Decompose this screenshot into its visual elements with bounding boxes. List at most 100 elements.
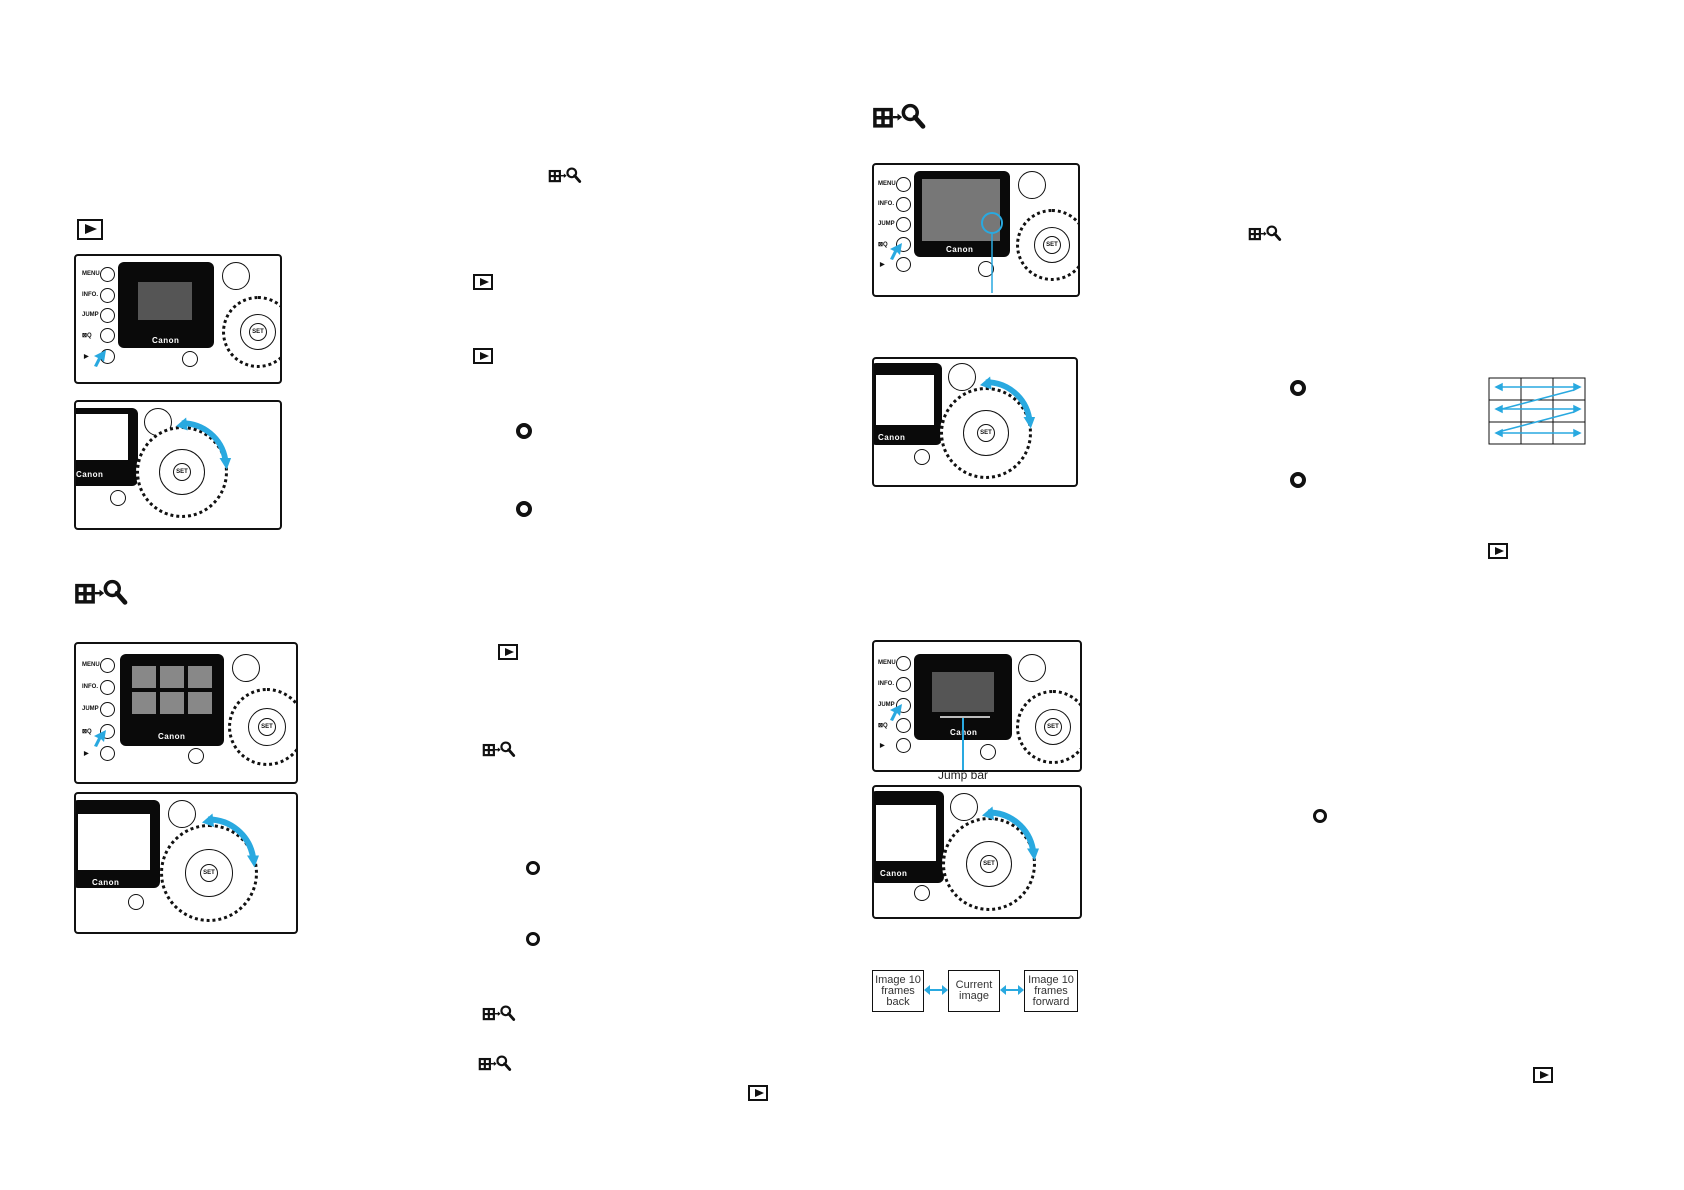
lcd-frame: Canon	[874, 363, 942, 445]
index-thumb	[132, 666, 156, 688]
lcd-screen	[876, 805, 936, 861]
jump-button	[100, 308, 115, 323]
lcd-frame: Canon	[118, 262, 214, 348]
jump-button	[100, 702, 115, 717]
lcd-image	[138, 282, 192, 320]
button-label-menu: MENU	[878, 660, 896, 666]
quick-control-dial: SET	[222, 296, 280, 368]
button-label-info: INFO.	[878, 201, 894, 207]
button-label-index: ⊠Q	[878, 723, 888, 729]
index-magnify-icon	[74, 578, 132, 606]
rotate-arrow-icon	[980, 375, 1038, 433]
press-arrow-icon	[94, 350, 106, 367]
jump-bar-leader-line	[962, 718, 964, 770]
quick-control-dial: SET	[228, 688, 296, 766]
camera-jump-illustration: MENU INFO. JUMP ⊠Q ▶ Canon SET	[872, 640, 1082, 772]
set-button: SET	[977, 424, 995, 442]
power-switch	[222, 262, 250, 290]
index-magnify-icon	[482, 740, 518, 758]
power-switch	[232, 654, 260, 682]
camera-dial-illustration: Canon SET	[872, 357, 1078, 487]
index-magnify-icon	[872, 102, 930, 130]
button-label-jump: JUMP	[878, 702, 895, 708]
frame-box-forward-label: Image 10 frames forward	[1028, 973, 1074, 1008]
set-button: SET	[200, 864, 218, 882]
frame-box-forward: Image 10 frames forward	[1024, 970, 1078, 1012]
button-label-menu: MENU	[82, 662, 100, 668]
frame-box-back: Image 10 frames back	[872, 970, 924, 1012]
playback-icon	[473, 348, 493, 364]
rotate-arrow-icon	[202, 812, 262, 872]
quick-control-dial-icon	[526, 861, 540, 875]
quick-control-dial-icon	[516, 423, 532, 439]
camera-back-illustration: MENU INFO. JUMP ⊠Q ▶ Canon SET	[74, 254, 282, 384]
playback-button	[896, 257, 911, 272]
index-thumb	[160, 692, 184, 714]
quick-control-dial: SET	[942, 817, 1036, 911]
button-label-info: INFO.	[82, 292, 98, 298]
brand-logo: Canon	[946, 245, 974, 254]
brand-logo: Canon	[878, 433, 906, 442]
playback-button	[100, 746, 115, 761]
lcd-frame: Canon	[76, 800, 160, 888]
button-label-jump: JUMP	[82, 706, 99, 712]
index-magnify-icon	[1248, 224, 1284, 242]
quick-control-dial-icon	[1290, 380, 1306, 396]
playback-icon	[473, 274, 493, 290]
brand-logo: Canon	[880, 869, 908, 878]
quick-control-dial: SET	[160, 824, 258, 922]
camera-dial-illustration: Canon SET	[872, 785, 1082, 919]
press-arrow-icon	[890, 704, 902, 721]
brand-logo: Canon	[76, 470, 104, 479]
menu-button	[100, 658, 115, 673]
quick-control-dial-icon	[1313, 809, 1327, 823]
press-arrow-icon	[890, 243, 902, 260]
power-switch	[168, 800, 196, 828]
brand-logo: Canon	[152, 336, 180, 345]
button-label-jump: JUMP	[82, 312, 99, 318]
magnify-position-marker	[981, 212, 1003, 293]
set-button: SET	[1044, 718, 1062, 736]
jump-button	[896, 217, 911, 232]
info-button	[100, 680, 115, 695]
erase-button	[182, 351, 198, 367]
quick-control-dial: SET	[940, 387, 1032, 479]
lcd-screen	[76, 414, 128, 460]
button-label-play: ▶	[880, 262, 885, 268]
lcd-screen	[78, 814, 150, 870]
playback-icon	[77, 219, 103, 240]
erase-button	[980, 744, 996, 760]
set-button: SET	[980, 855, 998, 873]
camera-magnify-illustration: MENU INFO. JUMP ⊠Q ▶ Canon SET	[872, 163, 1080, 297]
erase-button	[914, 885, 930, 901]
quick-control-dial-icon	[516, 501, 532, 517]
info-button	[896, 677, 911, 692]
button-label-info: INFO.	[82, 684, 98, 690]
button-label-index: ⊠Q	[878, 242, 888, 248]
double-arrow-icon	[924, 985, 948, 995]
menu-button	[896, 656, 911, 671]
button-label-play: ▶	[84, 751, 89, 757]
erase-button	[128, 894, 144, 910]
lcd-frame: Canon	[76, 408, 138, 486]
frame-box-back-label: Image 10 frames back	[875, 973, 921, 1008]
scroll-order-diagram	[1488, 377, 1586, 445]
jump-bar-indicator	[940, 716, 990, 718]
button-label-index: ⊠Q	[82, 333, 92, 339]
info-button	[100, 288, 115, 303]
button-label-index: ⊠Q	[82, 729, 92, 735]
quick-control-dial-icon	[1290, 472, 1306, 488]
quick-control-dial-icon	[526, 932, 540, 946]
playback-icon	[1533, 1067, 1553, 1083]
set-button: SET	[249, 323, 267, 341]
camera-dial-illustration: Canon SET	[74, 792, 298, 934]
quick-control-dial: SET	[1016, 209, 1078, 281]
index-thumb	[188, 666, 212, 688]
lcd-image	[932, 672, 994, 712]
index-button	[100, 328, 115, 343]
power-switch	[948, 363, 976, 391]
button-label-info: INFO.	[878, 681, 894, 687]
index-button	[896, 718, 911, 733]
playback-icon	[498, 644, 518, 660]
erase-button	[110, 490, 126, 506]
